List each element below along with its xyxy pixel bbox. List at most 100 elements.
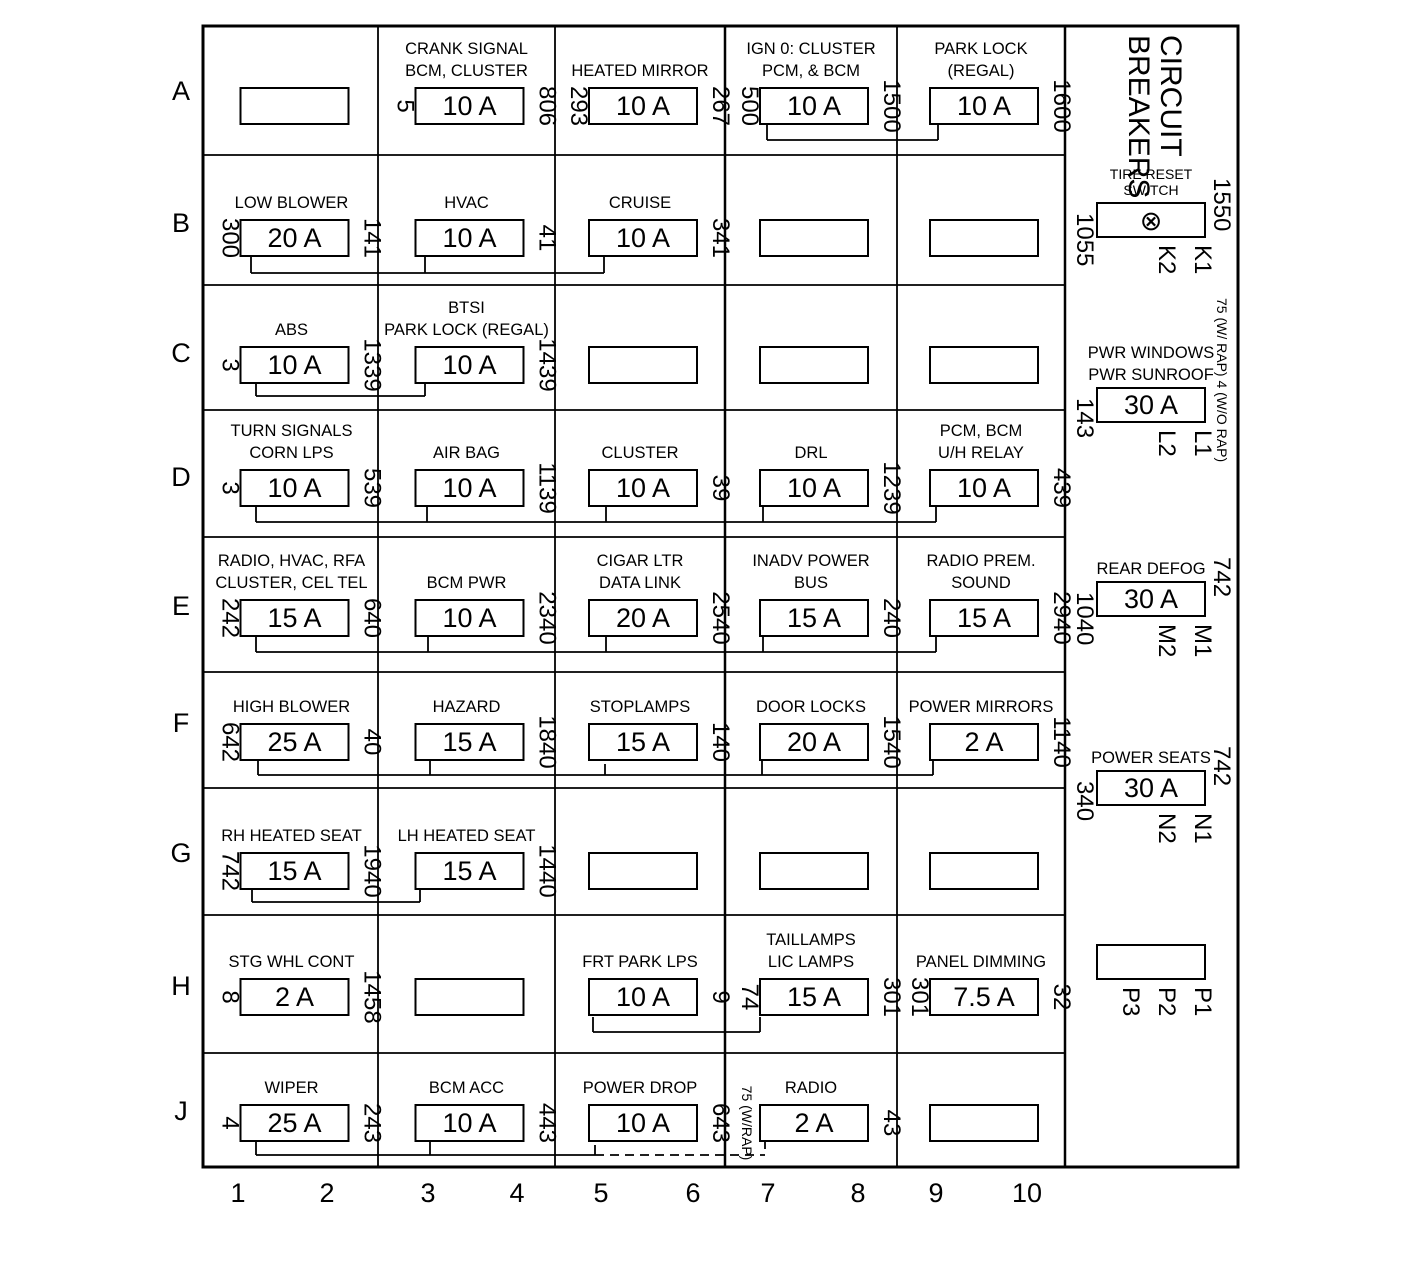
fuse-label: PCM, BCM <box>940 422 1023 440</box>
fuse-amperage: 25 A <box>267 1108 321 1138</box>
pin-right: 1139 <box>534 462 561 514</box>
pin-left: 500 <box>736 86 763 126</box>
fuse-label: HVAC <box>444 194 489 212</box>
bus-bar-lines <box>250 122 939 1156</box>
fuse-grid-lines <box>201 24 1240 1169</box>
pin-right: 341 <box>707 218 734 258</box>
breaker-pin-right: 1550 <box>1208 178 1235 231</box>
pin-right: 40 <box>359 729 386 756</box>
breaker-box <box>1096 202 1206 238</box>
fuse-amperage: 10 A <box>442 603 496 633</box>
fuse-label: U/H RELAY <box>938 444 1024 462</box>
breaker-terminal: L1 <box>1189 430 1216 457</box>
fuse-amperage: 10 A <box>616 473 670 503</box>
fuse-box <box>929 87 1039 125</box>
fuse-box <box>414 1104 525 1142</box>
fuse-label: RADIO PREM. <box>926 552 1035 570</box>
fuse-slot-b7 <box>759 219 869 257</box>
fuse-amperage: 10 A <box>957 91 1011 121</box>
fuse-box <box>929 599 1039 637</box>
fuse-label: TAILLAMPS <box>766 931 856 949</box>
fuse-label: CLUSTER, CEL TEL <box>215 574 367 592</box>
fuse-amperage: 10 A <box>442 350 496 380</box>
pin-left: 8 <box>217 990 244 1003</box>
fuse-label: RADIO, HVAC, RFA <box>218 552 365 570</box>
pin-right: 140 <box>707 722 734 762</box>
pin-right: 1339 <box>359 338 386 391</box>
fuse-box <box>588 599 698 637</box>
fuse-box <box>759 599 869 637</box>
fuse-box <box>588 978 698 1016</box>
fuse-label: FRT PARK LPS <box>582 953 698 971</box>
column-label: 2 <box>319 1178 334 1208</box>
pin-left: 5 <box>392 99 419 112</box>
fuse-label: WIPER <box>264 1079 318 1097</box>
pin-right: 640 <box>359 598 386 638</box>
fuse-amperage: 10 A <box>442 91 496 121</box>
fuse-label: SOUND <box>951 574 1011 592</box>
fuse-label: TURN SIGNALS <box>231 422 353 440</box>
fuse-amperage: 20 A <box>616 603 670 633</box>
fuse-amperage: 10 A <box>267 473 321 503</box>
fuse-label: CRUISE <box>609 194 671 212</box>
fuse-box <box>588 469 698 507</box>
fuse-slot-g5 <box>588 852 698 890</box>
pin-left: 4 <box>217 1116 244 1129</box>
fuse-box <box>239 1104 350 1142</box>
fuse-amperage: 10 A <box>442 473 496 503</box>
breaker-pin-left: 1040 <box>1071 592 1098 645</box>
pin-right: 1600 <box>1048 79 1075 132</box>
breaker-title-line: CIRCUIT <box>1154 35 1187 157</box>
fuse-box <box>759 852 869 890</box>
pin-right: 539 <box>359 468 386 508</box>
breaker-pin-right: 742 <box>1208 557 1235 597</box>
pin-right: 43 <box>878 1110 905 1137</box>
fuse-slot-h3 <box>414 978 525 1016</box>
fuse-box <box>929 978 1039 1016</box>
fuse-label: DRL <box>794 444 827 462</box>
fuse-amperage: 2 A <box>794 1108 833 1138</box>
fuse-label: AIR BAG <box>433 444 500 462</box>
fuse-label: HAZARD <box>433 698 501 716</box>
breaker-label: TIRE RESET <box>1110 166 1193 182</box>
fuse-box <box>588 346 698 384</box>
breaker-amperage: 30 A <box>1124 773 1178 803</box>
fuse-slot-c9 <box>929 346 1039 384</box>
fuse-box <box>588 87 698 125</box>
column-label: 7 <box>760 1178 775 1208</box>
breaker-label: PWR SUNROOF <box>1088 366 1214 384</box>
pin-right: 1840 <box>534 715 561 768</box>
pin-left: 3 <box>217 358 244 371</box>
fuse-amperage: 10 A <box>616 1108 670 1138</box>
fuse-box <box>759 219 869 257</box>
fuse-label: PCM, & BCM <box>762 62 860 80</box>
fuse-label: LIC LAMPS <box>768 953 854 971</box>
pin-left: 301 <box>906 977 933 1017</box>
breaker-title-line: BREAKERS <box>1122 35 1155 198</box>
pin-right: 1500 <box>878 79 905 132</box>
breaker-terminal: P3 <box>1117 987 1144 1016</box>
breaker-terminal: P1 <box>1189 987 1216 1016</box>
pin-right: 240 <box>878 598 905 638</box>
breaker-terminal: N2 <box>1153 813 1180 844</box>
fuse-box <box>414 219 525 257</box>
pin-left: 293 <box>565 86 592 126</box>
fuse-box <box>588 723 698 761</box>
fuse-amperage: 10 A <box>442 1108 496 1138</box>
row-label: A <box>172 76 190 106</box>
fuse-label: PARK LOCK (REGAL) <box>384 321 549 339</box>
fuse-amperage: 10 A <box>616 91 670 121</box>
